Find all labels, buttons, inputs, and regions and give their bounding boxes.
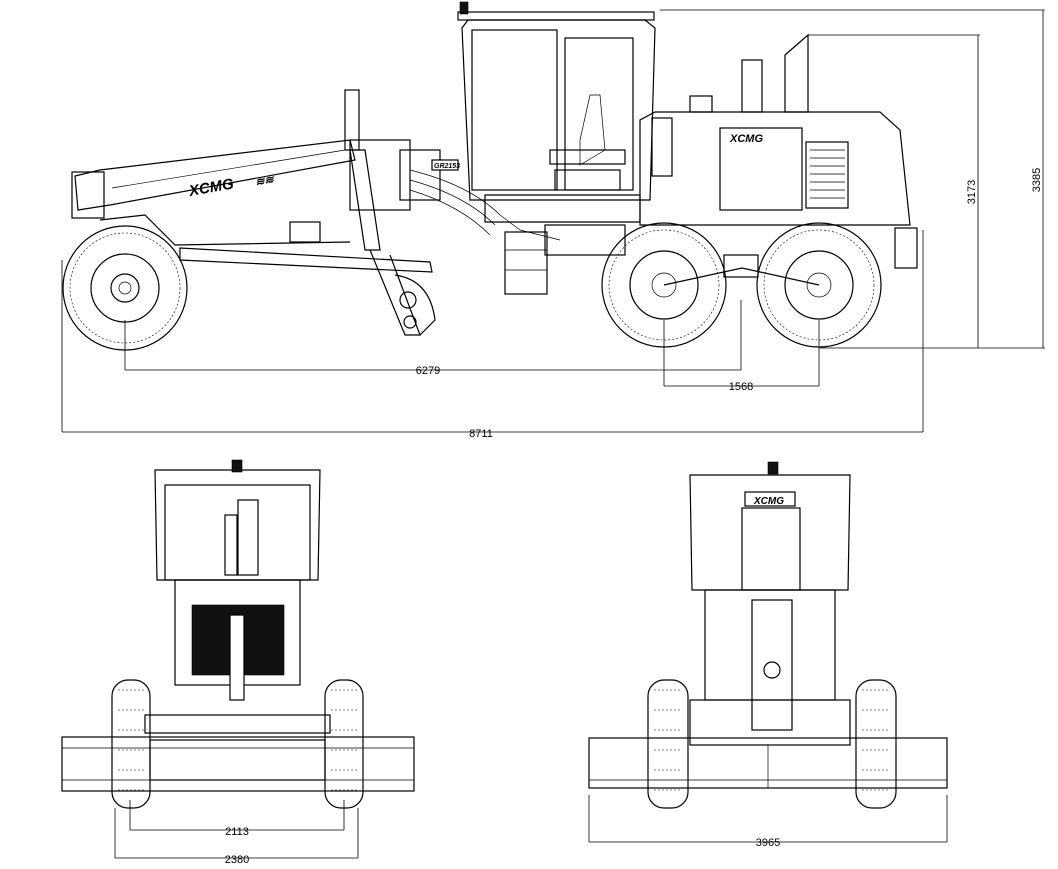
exhaust-pipe (237, 499, 259, 576)
dim-overall-length: 8711 (469, 428, 493, 440)
dim-cab-height: 3173 (966, 180, 978, 204)
rear-left-wheel (647, 679, 689, 809)
front-view: 2113 2380 (61, 459, 415, 866)
dim-overall-height: 3385 (1031, 168, 1043, 192)
blade-assembly (179, 149, 436, 336)
side-view: XCMG ≋≋ GR2153 (61, 1, 1045, 440)
air-intake (741, 59, 763, 113)
dim-tandem-spacing: 1568 (729, 381, 753, 393)
front-left-wheel (111, 679, 151, 809)
side-decal: ≋≋ (254, 174, 276, 189)
side-dimensions: 8711 6279 1568 3173 3385 (61, 9, 1045, 440)
dim-blade-width: 3965 (756, 837, 780, 849)
rear-right-wheel (855, 679, 897, 809)
dim-overall-width: 2380 (225, 854, 249, 866)
dim-track-width: 2113 (225, 826, 249, 838)
rear-ripper-mount (894, 227, 918, 269)
rear-logo: XCMG (753, 496, 784, 507)
dim-front-to-tandem: 6279 (416, 365, 440, 377)
engine-hood: XCMG (639, 33, 918, 269)
front-blade (61, 736, 415, 792)
tandem-bogie (663, 267, 820, 286)
cab (457, 1, 656, 201)
model-decal: GR2153 (434, 163, 460, 170)
exhaust-pipe (784, 33, 809, 113)
hood-logo: XCMG (729, 133, 763, 145)
rear-view: XCMG 3965 (588, 461, 948, 849)
front-right-wheel (324, 679, 364, 809)
tandem-housing (723, 254, 759, 278)
side-logo: XCMG (187, 175, 236, 200)
